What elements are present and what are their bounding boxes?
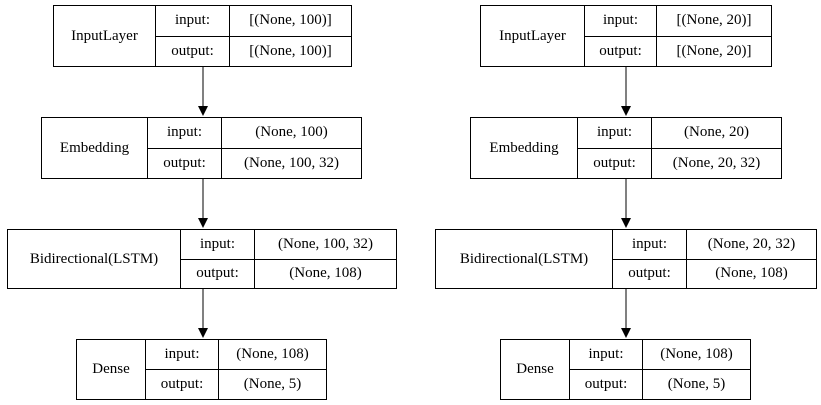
output-row: output: (None, 108) [181,258,396,288]
layer-io: input: (None, 100) output: (None, 100, 3… [148,118,361,178]
layer-node-bidirectional-lstm: Bidirectional(LSTM) input: (None, 20, 32… [435,229,817,289]
output-row: output: (None, 100, 32) [148,147,361,178]
layer-node-inputlayer: InputLayer input: [(None, 20)] output: [… [480,5,772,67]
output-label: output: [613,259,687,288]
layer-node-embedding: Embedding input: (None, 100) output: (No… [41,117,362,179]
input-shape: (None, 100, 32) [278,235,373,252]
input-row: input: (None, 20, 32) [613,230,816,259]
output-row: output: (None, 5) [146,369,326,399]
layer-name: InputLayer [54,6,156,66]
output-label: output: [570,370,643,399]
output-shape: [(None, 100)] [249,42,332,59]
output-row: output: (None, 5) [570,369,750,399]
input-label: input: [148,118,222,148]
layer-node-inputlayer: InputLayer input: [(None, 100)] output: … [53,5,352,67]
input-row: input: (None, 100, 32) [181,230,396,259]
layer-io: input: (None, 108) output: (None, 5) [146,340,326,399]
output-row: output: (None, 108) [613,258,816,288]
layer-node-embedding: Embedding input: (None, 20) output: (Non… [470,117,782,179]
output-shape: (None, 100, 32) [244,154,339,171]
input-shape: (None, 20, 32) [707,235,796,252]
output-shape: (None, 20, 32) [672,154,761,171]
input-label: input: [156,6,230,36]
layer-io: input: (None, 20, 32) output: (None, 108… [613,230,816,288]
layer-io: input: [(None, 20)] output: [(None, 20)] [585,6,771,66]
output-label: output: [156,36,230,66]
output-label: output: [148,148,222,178]
input-row: input: [(None, 100)] [156,6,351,36]
input-row: input: (None, 100) [148,118,361,148]
input-shape: (None, 20) [684,124,749,141]
input-label: input: [146,340,219,369]
layer-name: Dense [501,340,570,399]
input-row: input: (None, 108) [570,340,750,369]
output-row: output: [(None, 20)] [585,35,771,66]
input-label: input: [570,340,643,369]
layer-io: input: (None, 20) output: (None, 20, 32) [578,118,781,178]
input-shape: (None, 108) [660,346,733,362]
layer-io: input: (None, 108) output: (None, 5) [570,340,750,399]
input-shape: [(None, 20)] [676,12,752,29]
layer-name: Bidirectional(LSTM) [8,230,181,288]
input-label: input: [613,230,687,259]
output-label: output: [181,259,255,288]
output-shape: (None, 5) [667,376,726,392]
input-shape: (None, 108) [236,346,309,362]
input-label: input: [578,118,652,148]
layer-io: input: [(None, 100)] output: [(None, 100… [156,6,351,66]
layer-node-dense: Dense input: (None, 108) output: (None, … [76,339,327,400]
input-label: input: [181,230,255,259]
layer-name: Embedding [471,118,578,178]
layer-name: Bidirectional(LSTM) [436,230,613,288]
output-shape: (None, 108) [715,265,788,282]
output-shape: (None, 108) [289,265,362,282]
layer-io: input: (None, 100, 32) output: (None, 10… [181,230,396,288]
output-label: output: [146,370,219,399]
layer-node-dense: Dense input: (None, 108) output: (None, … [500,339,751,400]
output-label: output: [585,36,657,66]
input-row: input: (None, 20) [578,118,781,148]
input-shape: (None, 100) [255,124,328,141]
layer-name: Dense [77,340,146,399]
output-row: output: [(None, 100)] [156,35,351,66]
input-row: input: [(None, 20)] [585,6,771,36]
output-shape: (None, 5) [243,376,302,392]
layer-name: Embedding [42,118,148,178]
input-shape: [(None, 100)] [249,12,332,29]
output-row: output: (None, 20, 32) [578,147,781,178]
layer-name: InputLayer [481,6,585,66]
output-shape: [(None, 20)] [676,42,752,59]
input-label: input: [585,6,657,36]
input-row: input: (None, 108) [146,340,326,369]
output-label: output: [578,148,652,178]
layer-node-bidirectional-lstm: Bidirectional(LSTM) input: (None, 100, 3… [7,229,397,289]
